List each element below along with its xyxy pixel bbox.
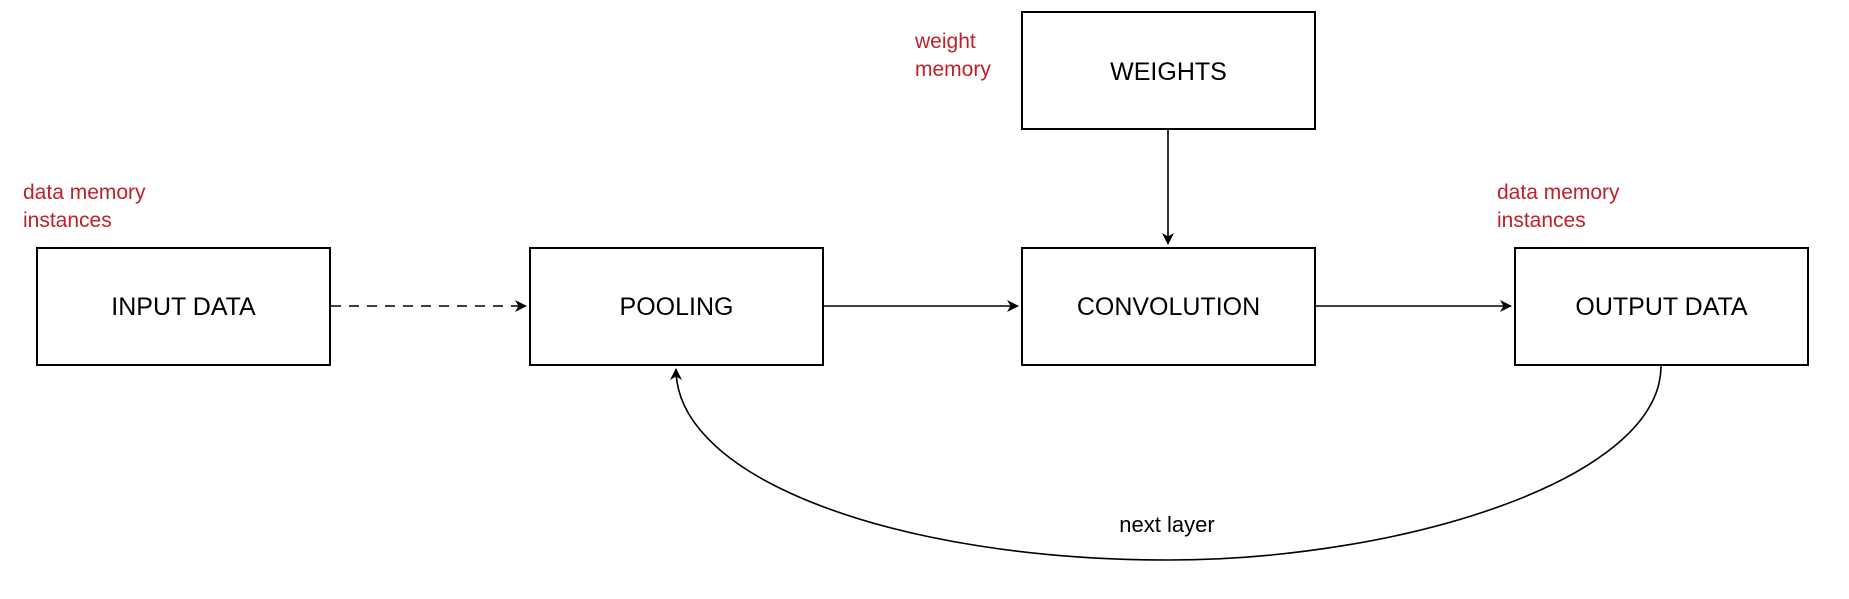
weight-memory-annotation-line-1: weight xyxy=(914,30,976,53)
output-memory-annotation-line-2: instances xyxy=(1497,209,1586,232)
weight-memory-annotation-line-2: memory xyxy=(915,58,991,81)
node-input-data-label: INPUT DATA xyxy=(111,293,256,321)
output-memory-annotation-line-1: data memory xyxy=(1497,181,1620,204)
node-input-data: INPUT DATA xyxy=(36,247,331,366)
node-weights-label: WEIGHTS xyxy=(1110,58,1227,86)
input-memory-annotation-line-1: data memory xyxy=(23,181,146,204)
node-convolution: CONVOLUTION xyxy=(1021,247,1316,366)
input-memory-annotation-line-2: instances xyxy=(23,209,112,232)
weight-memory-annotation: weight memory xyxy=(914,30,991,81)
output-memory-annotation: data memory instances xyxy=(1497,181,1625,232)
edge-next-layer-loop xyxy=(670,365,1662,561)
node-pooling-label: POOLING xyxy=(620,293,734,321)
node-weights: WEIGHTS xyxy=(1021,11,1316,130)
node-convolution-label: CONVOLUTION xyxy=(1077,293,1260,321)
node-output-data-label: OUTPUT DATA xyxy=(1575,293,1748,321)
next-layer-label: next layer xyxy=(1119,512,1214,537)
node-pooling: POOLING xyxy=(529,247,824,366)
node-output-data: OUTPUT DATA xyxy=(1514,247,1809,366)
input-memory-annotation: data memory instances xyxy=(23,181,151,232)
